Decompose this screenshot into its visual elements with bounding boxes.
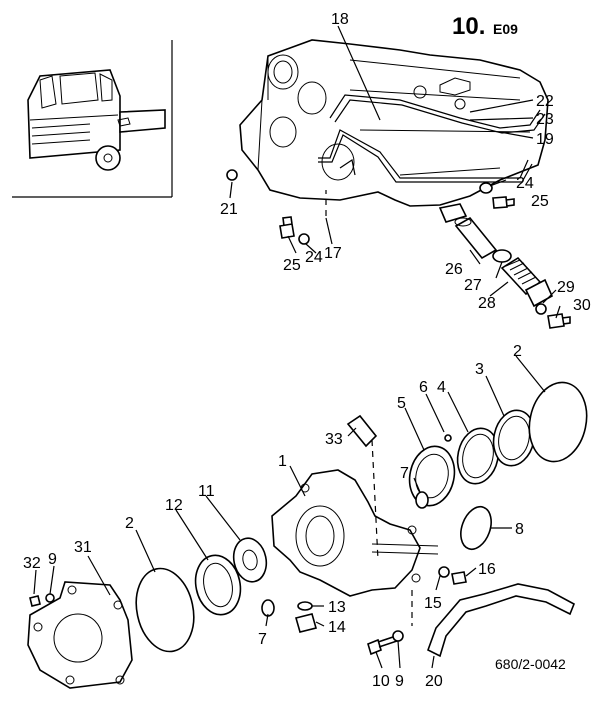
callout-10: 10 (372, 673, 390, 690)
callout-14: 14 (328, 619, 346, 636)
callout-2-upper: 2 (513, 343, 522, 360)
callout-17: 17 (324, 245, 342, 262)
callout-25-right: 25 (531, 193, 549, 210)
part-25-bolt-left (279, 216, 295, 239)
callout-4: 4 (437, 379, 446, 396)
part-8-o-ring (460, 505, 492, 551)
part-20-pipe (427, 583, 576, 658)
callout-32: 32 (23, 555, 41, 572)
part-13-washer (297, 601, 313, 611)
part-10-bolt (367, 634, 398, 656)
leader-lines (33, 25, 561, 669)
callout-1: 1 (278, 453, 287, 470)
part-9-washer-right (392, 630, 404, 642)
callout-25-left: 25 (283, 257, 301, 274)
part-6-pin (444, 434, 452, 442)
callout-9-right: 9 (395, 673, 404, 690)
callout-5: 5 (397, 395, 406, 412)
callout-13: 13 (328, 599, 346, 616)
callout-9-left: 9 (48, 551, 57, 568)
callout-8: 8 (515, 521, 524, 538)
callout-labels: 18 22 23 19 21 25 24 17 24 25 26 27 28 2… (23, 11, 591, 690)
callout-24-left: 24 (305, 249, 323, 266)
callout-16: 16 (478, 561, 496, 578)
part-27-o-ring (492, 249, 512, 263)
callout-33: 33 (325, 431, 343, 448)
drawing-code: 680/2-0042 (495, 656, 566, 672)
part-32-nut (29, 595, 41, 607)
part-7-washer-upper (415, 491, 429, 509)
callout-28: 28 (478, 295, 496, 312)
callout-23: 23 (536, 111, 554, 128)
callout-6: 6 (419, 379, 428, 396)
gearbox-housing (239, 39, 549, 207)
callout-19: 19 (536, 131, 554, 148)
callout-18: 18 (331, 11, 349, 28)
part-30-bolt (547, 313, 571, 329)
part-24-washer-right (479, 182, 493, 194)
truck-locator-inset (12, 40, 173, 198)
part-16-bolt (451, 571, 467, 585)
part-1-pump-body (271, 469, 421, 597)
callout-7-upper: 7 (400, 465, 409, 482)
callout-24-right: 24 (516, 175, 534, 192)
part-11-inner-gear (232, 537, 268, 583)
part-29-flange (524, 278, 554, 308)
part-31-cover (27, 581, 133, 689)
part-2-o-ring-lower (135, 567, 195, 653)
upper-fittings (226, 169, 571, 329)
callout-11: 11 (198, 483, 215, 500)
part-12-outer-gear (194, 554, 242, 616)
callout-15: 15 (424, 595, 442, 612)
callout-3: 3 (475, 361, 484, 378)
part-24-washer-left (298, 233, 310, 245)
callout-21: 21 (220, 201, 238, 218)
callout-12: 12 (165, 497, 183, 514)
part-29-washer (535, 303, 547, 315)
part-21-washer (226, 169, 238, 181)
callout-31: 31 (74, 539, 92, 556)
callout-27: 27 (464, 277, 482, 294)
part-9-washer-left (45, 593, 55, 603)
part-33-bracket (346, 414, 378, 448)
part-25-bolt-right (492, 196, 515, 209)
part-7-washer-lower (261, 599, 275, 617)
pump-assembly (27, 381, 588, 689)
part-5-ring (408, 445, 456, 507)
section-code: E09 (493, 21, 518, 37)
callout-22: 22 (536, 93, 554, 110)
callout-29: 29 (557, 279, 575, 296)
flange (438, 203, 468, 223)
callout-30: 30 (573, 297, 591, 314)
callout-26: 26 (445, 261, 463, 278)
part-26-tube (454, 216, 498, 260)
part-14-plug (295, 613, 317, 633)
callout-7-lower: 7 (258, 631, 267, 648)
part-15-washer (438, 566, 450, 578)
callout-20: 20 (425, 673, 443, 690)
part-2-o-ring-upper (528, 381, 588, 463)
callout-2-lower: 2 (125, 515, 134, 532)
page-number: 10. (452, 13, 485, 40)
